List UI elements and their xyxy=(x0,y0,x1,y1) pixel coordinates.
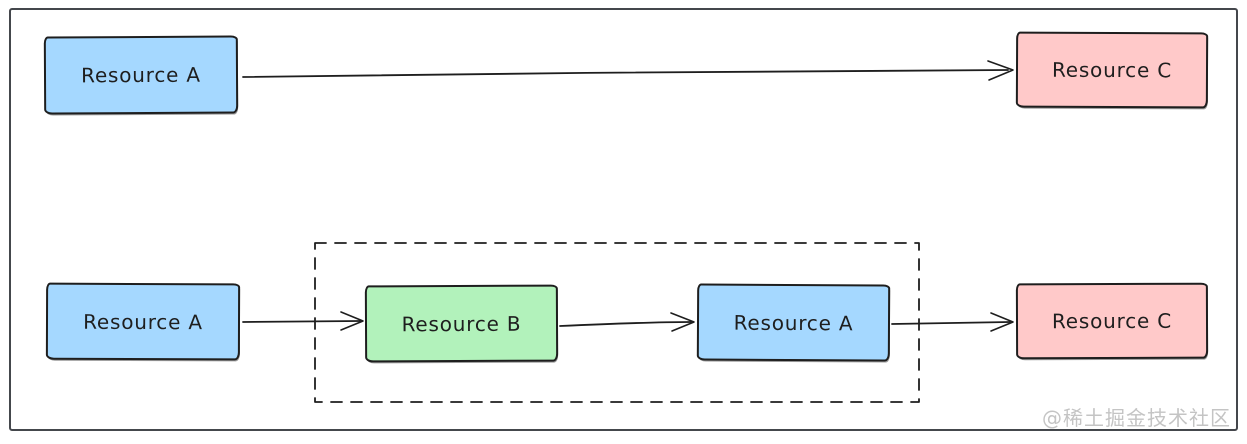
node-resource-a-top: Resource A xyxy=(43,35,239,115)
node-label: Resource A xyxy=(81,62,201,88)
node-label: Resource C xyxy=(1051,57,1173,83)
node-label: Resource C xyxy=(1051,308,1173,334)
node-resource-c-bottom: Resource C xyxy=(1015,282,1209,360)
watermark-text: @稀土掘金技术社区 xyxy=(1042,406,1231,430)
node-resource-a-inner: Resource A xyxy=(696,283,891,362)
node-label: Resource B xyxy=(401,311,522,336)
node-resource-b: Resource B xyxy=(364,284,559,363)
node-resource-a-bottom: Resource A xyxy=(45,282,241,361)
outer-border-frame xyxy=(9,8,1238,431)
node-label: Resource A xyxy=(83,309,203,334)
node-resource-c-top: Resource C xyxy=(1015,31,1209,109)
node-label: Resource A xyxy=(733,310,854,335)
